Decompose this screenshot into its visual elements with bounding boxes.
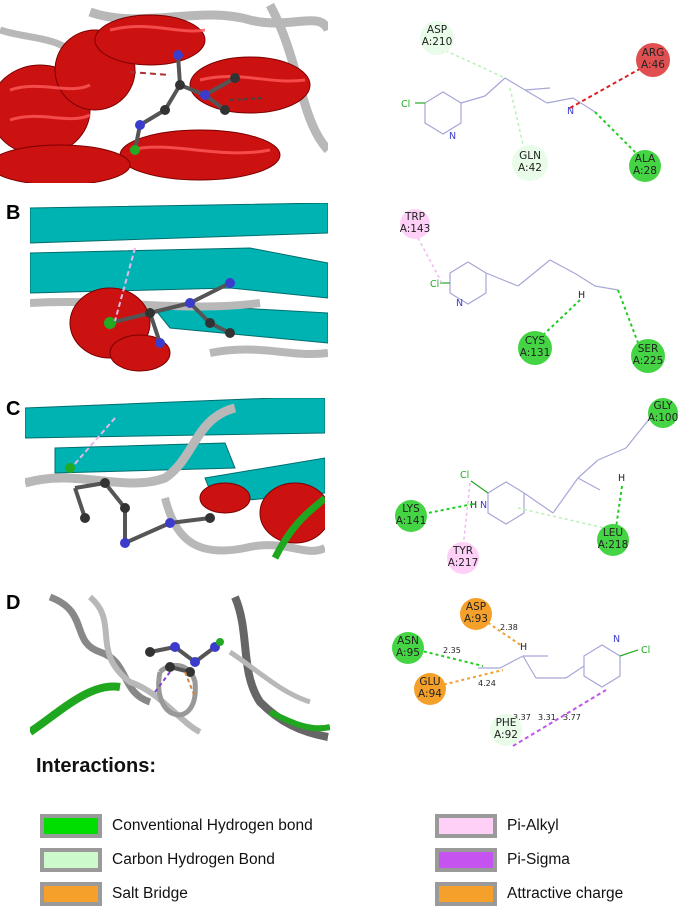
chlorine-atom: Cl: [430, 279, 439, 290]
legend-swatch: [435, 848, 497, 872]
distance-label: 2.38: [500, 623, 518, 632]
svg-text:GLU: GLU: [419, 676, 440, 688]
legend-item-conventional-hydrogen-bond: Conventional Hydrogen bond: [40, 811, 313, 841]
svg-text:A:94: A:94: [418, 688, 442, 700]
distance-label: 3.77: [563, 713, 581, 722]
panel-a-3d-view: [0, 0, 328, 183]
legend-item-pi-alkyl: Pi-Alkyl: [435, 811, 559, 841]
chlorine-atom: Cl: [641, 645, 650, 656]
distance-label: 2.35: [443, 646, 461, 655]
legend-item-carbon-hydrogen-bond: Carbon Hydrogen Bond: [40, 845, 275, 875]
svg-text:A:131: A:131: [520, 347, 551, 359]
svg-text:A:46: A:46: [641, 59, 665, 71]
legend-item-salt-bridge: Salt Bridge: [40, 879, 188, 909]
panel-c-3d-view: [25, 398, 325, 573]
hydrogen-atom: H: [618, 473, 625, 484]
svg-text:A:28: A:28: [633, 165, 657, 177]
legend-label: Pi-Sigma: [507, 851, 570, 868]
legend-label: Carbon Hydrogen Bond: [112, 851, 275, 868]
chlorine-atom: Cl: [460, 470, 469, 481]
residue-tyr-217: TYR A:217: [447, 542, 479, 574]
panel-b-label: B: [6, 202, 21, 224]
svg-text:ARG: ARG: [642, 47, 665, 59]
nitrogen-atom: N: [480, 500, 487, 511]
distance-label: 3.31: [538, 713, 556, 722]
residue-ala-28: ALA A:28: [629, 150, 661, 182]
svg-text:ASP: ASP: [427, 24, 447, 36]
svg-text:LEU: LEU: [603, 527, 623, 539]
chlorine-atom: Cl: [401, 99, 410, 110]
svg-text:A:93: A:93: [464, 613, 488, 625]
svg-text:TRP: TRP: [404, 211, 425, 223]
svg-text:PHE: PHE: [496, 717, 517, 729]
panel-b-3d-view: [30, 203, 328, 378]
svg-text:A:218: A:218: [598, 539, 629, 551]
residue-gly-100: GLY A:100: [648, 398, 679, 428]
distance-label: 4.24: [478, 679, 496, 688]
legend-swatch: [40, 848, 102, 872]
legend-item-attractive-charge: Attractive charge: [435, 879, 623, 909]
svg-text:A:210: A:210: [422, 36, 453, 48]
svg-text:ASN: ASN: [397, 635, 419, 647]
residue-phe-92: PHE A:92: [490, 714, 522, 746]
legend-label: Attractive charge: [507, 885, 624, 902]
nitrogen-atom: N: [449, 131, 456, 142]
svg-text:GLY: GLY: [653, 400, 673, 412]
residue-leu-218: LEU A:218: [597, 524, 629, 556]
hydrogen-atom: H: [520, 642, 527, 653]
residue-asn-95: ASN A:95: [392, 632, 424, 664]
panel-b-2d-diagram: Cl N H TRP A:143 CYS A:131 SER A:225: [400, 209, 665, 373]
legend-title: Interactions:: [36, 755, 157, 777]
svg-text:CYS: CYS: [525, 335, 546, 347]
legend-item-pi-sigma: Pi-Sigma: [435, 845, 570, 875]
svg-text:A:92: A:92: [494, 729, 518, 741]
nitrogen-atom: N: [567, 106, 574, 117]
svg-text:A:225: A:225: [633, 355, 664, 367]
legend-swatch: [435, 814, 497, 838]
svg-text:A:217: A:217: [448, 557, 479, 569]
panel-d-3d-view: [30, 592, 330, 744]
svg-text:TYR: TYR: [452, 545, 473, 557]
panel-c-2d-diagram: Cl N H H GLY A:100 LYS A:141 TYR A:217 L…: [395, 398, 679, 574]
legend-label: Pi-Alkyl: [507, 817, 559, 834]
svg-text:LYS: LYS: [402, 503, 420, 515]
svg-text:ASP: ASP: [466, 601, 486, 613]
hydrogen-atom: H: [470, 500, 477, 511]
residue-cys-131: CYS A:131: [518, 331, 552, 365]
hydrogen-atom: H: [578, 290, 585, 301]
residue-ser-225: SER A:225: [631, 339, 665, 373]
panel-d-2d-diagram: Cl N H 2.38 2.35 4.24 3.37 3.31 3.77 ASP…: [392, 598, 650, 747]
residue-lys-141: LYS A:141: [395, 500, 427, 532]
svg-text:SER: SER: [638, 343, 659, 355]
legend-swatch: [40, 814, 102, 838]
svg-text:GLN: GLN: [519, 150, 541, 162]
residue-gln-42: GLN A:42: [512, 145, 548, 181]
panel-c-label: C: [6, 398, 21, 420]
legend-label: Conventional Hydrogen bond: [112, 817, 313, 834]
nitrogen-atom: N: [613, 634, 620, 645]
svg-text:ALA: ALA: [635, 153, 656, 165]
distance-label: 3.37: [513, 713, 531, 722]
legend-swatch: [435, 882, 497, 906]
nitrogen-atom: N: [456, 298, 463, 309]
svg-text:A:95: A:95: [396, 647, 420, 659]
panel-d-label: D: [6, 592, 21, 614]
svg-text:A:100: A:100: [648, 412, 679, 424]
residue-glu-94: GLU A:94: [414, 673, 446, 705]
svg-text:A:141: A:141: [396, 515, 427, 527]
legend-label: Salt Bridge: [112, 885, 188, 902]
legend-swatch: [40, 882, 102, 906]
residue-asp-210: ASP A:210: [420, 21, 454, 55]
svg-text:A:143: A:143: [400, 223, 431, 235]
residue-asp-93: ASP A:93: [460, 598, 492, 630]
panel-a-2d-diagram: Cl N N ASP A:210 ARG A:46 GLN A:42 ALA A…: [401, 21, 670, 182]
svg-text:A:42: A:42: [518, 162, 542, 174]
residue-arg-46: ARG A:46: [636, 43, 670, 77]
residue-trp-143: TRP A:143: [400, 209, 431, 239]
